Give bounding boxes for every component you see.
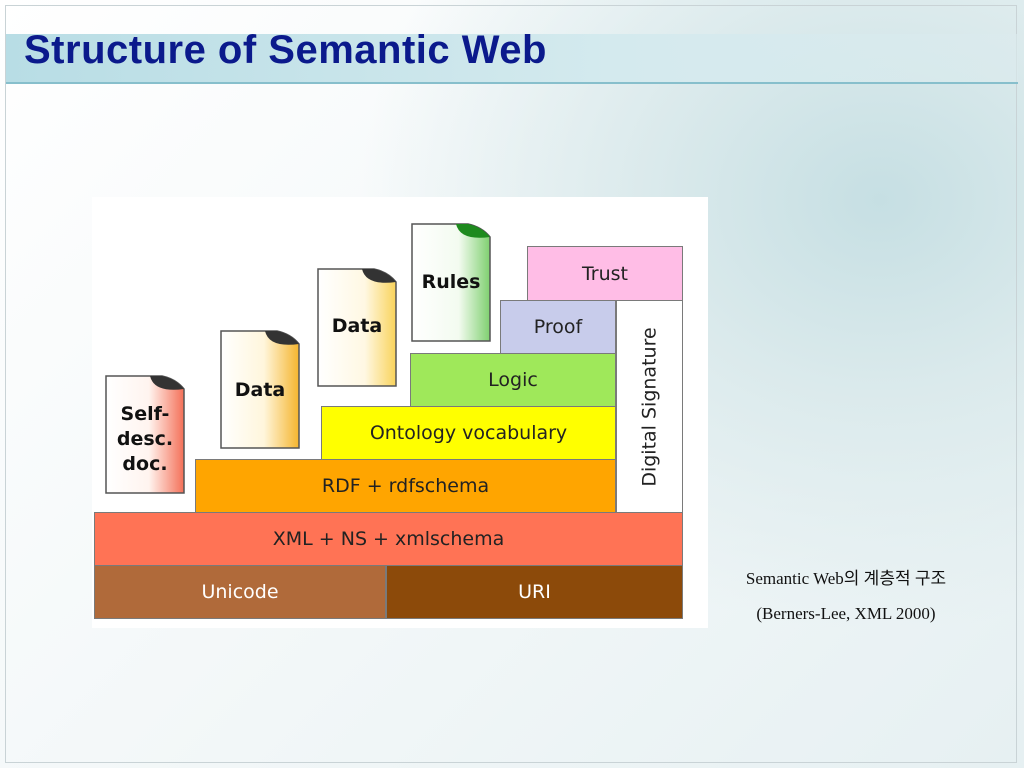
doc-data-1-label: Data — [234, 379, 286, 401]
document-icon — [317, 268, 397, 387]
title-band — [6, 34, 1018, 84]
slide-frame — [5, 5, 1017, 763]
doc-rules-label: Rules — [421, 271, 481, 293]
layer-trust: Trust — [527, 246, 683, 301]
doc-rules: Rules — [410, 223, 492, 345]
document-icon — [220, 330, 300, 449]
doc-self-desc: Self- desc. doc. — [104, 375, 186, 497]
layer-proof-label: Proof — [533, 316, 583, 338]
doc-self-desc-line3: doc. — [122, 453, 168, 475]
layer-unicode-label: Unicode — [201, 581, 279, 603]
doc-self-desc-line1: Self- — [120, 403, 170, 425]
doc-data-1: Data — [219, 330, 301, 452]
layer-digital-signature-label: Digital Signature — [638, 326, 661, 487]
layer-xml-label: XML + NS + xmlschema — [272, 528, 505, 550]
doc-data-2-label: Data — [331, 315, 383, 337]
layer-uri: URI — [386, 565, 683, 619]
layer-logic-label: Logic — [488, 369, 538, 391]
layer-xml: XML + NS + xmlschema — [94, 512, 683, 566]
document-icon — [105, 375, 185, 494]
layer-ontology: Ontology vocabulary — [321, 406, 616, 460]
layer-ontology-label: Ontology vocabulary — [369, 422, 568, 444]
layer-proof: Proof — [500, 300, 616, 354]
layer-trust-label: Trust — [581, 262, 628, 285]
layer-logic: Logic — [410, 353, 616, 407]
doc-self-desc-line2: desc. — [116, 428, 174, 450]
doc-data-2: Data — [316, 268, 398, 390]
document-icon — [411, 223, 491, 342]
slide-title: Structure of Semantic Web — [24, 28, 547, 72]
caption-line-1: Semantic Web의 계층적 구조 — [745, 569, 947, 588]
caption-line-2: (Berners-Lee, XML 2000) — [756, 604, 936, 623]
layer-rdf: RDF + rdfschema — [195, 459, 616, 513]
layer-uri-label: URI — [518, 581, 551, 603]
layer-rdf-label: RDF + rdfschema — [321, 475, 490, 497]
layer-unicode: Unicode — [94, 565, 386, 619]
layer-digital-signature: Digital Signature — [616, 300, 683, 513]
semantic-web-stack-diagram: Unicode URI XML + NS + xmlschema RDF + r… — [92, 197, 708, 628]
